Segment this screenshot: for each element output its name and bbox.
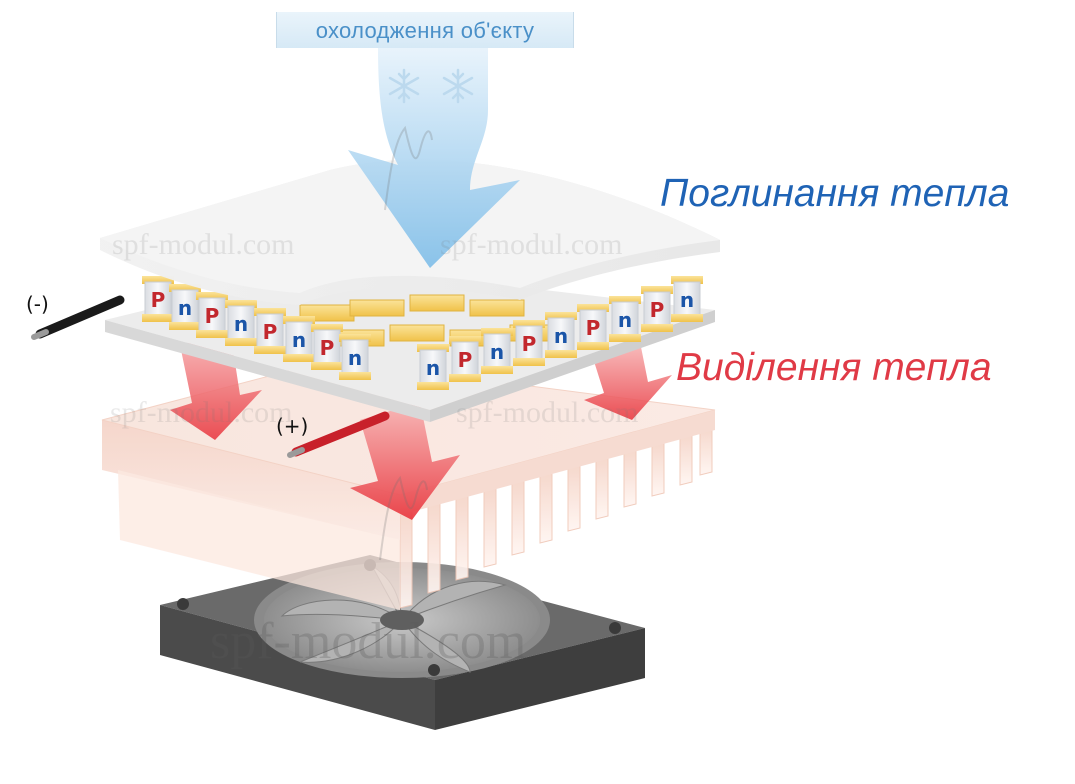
n-type-pellet: n xyxy=(225,300,257,346)
p-label: P xyxy=(650,298,665,322)
n-label: n xyxy=(680,288,694,312)
n-label: n xyxy=(348,346,362,370)
p-type-pellet: P xyxy=(449,336,481,382)
conductor-strip xyxy=(349,299,405,317)
snowflake-icon xyxy=(388,68,474,104)
negative-wire xyxy=(31,295,125,340)
p-type-pellet: P xyxy=(311,324,343,370)
p-label: P xyxy=(458,348,473,372)
heat-release-label: Виділення тепла xyxy=(676,346,992,389)
p-type-pellet: P xyxy=(513,320,545,366)
n-label: n xyxy=(426,356,440,380)
p-label: P xyxy=(263,320,278,344)
modul-logo-watermark xyxy=(379,125,433,561)
n-label: n xyxy=(178,296,192,320)
p-type-pellet: P xyxy=(641,286,673,332)
negative-terminal-label: (-) xyxy=(26,292,49,316)
down-arrow-heat-icon xyxy=(170,330,672,520)
positive-wire xyxy=(287,411,390,458)
conductor-strip xyxy=(389,324,445,342)
positive-terminal-label: (+) xyxy=(276,414,309,438)
n-type-pellet: n xyxy=(283,316,315,362)
heatsink-fins xyxy=(399,420,713,609)
n-label: n xyxy=(234,312,248,336)
n-label: n xyxy=(490,340,504,364)
down-arrow-cold-icon xyxy=(348,48,520,268)
n-type-pellet: n xyxy=(417,344,449,390)
p-label: P xyxy=(151,288,166,312)
n-type-pellet: n xyxy=(481,328,513,374)
conductor-strip xyxy=(409,294,465,312)
n-label: n xyxy=(292,328,306,352)
conductor-strip xyxy=(469,299,525,317)
n-label: n xyxy=(554,324,568,348)
p-label: P xyxy=(522,332,537,356)
n-type-pellet: n xyxy=(339,334,371,380)
cooling-caption: охолодження об'єкту xyxy=(276,12,574,48)
n-type-pellet: n xyxy=(671,276,703,322)
p-type-pellet: P xyxy=(577,304,609,350)
p-type-pellet: P xyxy=(254,308,286,354)
n-type-pellet: n xyxy=(169,284,201,330)
p-label: P xyxy=(205,304,220,328)
p-type-pellet: P xyxy=(196,292,228,338)
n-label: n xyxy=(618,308,632,332)
n-type-pellet: n xyxy=(545,312,577,358)
n-type-pellet: n xyxy=(609,296,641,342)
p-type-pellet: P xyxy=(142,276,174,322)
p-label: P xyxy=(320,336,335,360)
p-label: P xyxy=(586,316,601,340)
heat-absorption-label: Поглинання тепла xyxy=(660,172,1010,215)
fan xyxy=(160,555,645,730)
